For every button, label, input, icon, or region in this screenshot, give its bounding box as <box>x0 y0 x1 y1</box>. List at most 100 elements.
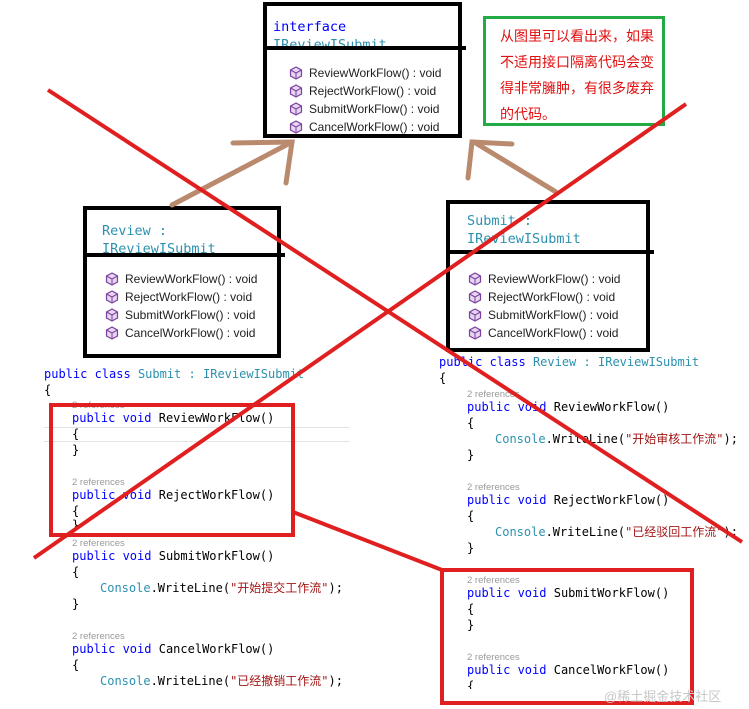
editor-current-line <box>44 441 350 442</box>
code-colon: : <box>188 367 196 381</box>
member-label: SubmitWorkFlow() : void <box>125 308 256 322</box>
submit-class-box: Submit : IReviewISubmit ReviewWorkFlow()… <box>446 200 654 352</box>
member-label: CancelWorkFlow() : void <box>309 120 440 134</box>
review-members: ReviewWorkFlow() : void RejectWorkFlow()… <box>105 270 257 342</box>
highlight-connector <box>292 510 443 572</box>
code-references: 2 references <box>72 631 125 642</box>
code-keyword: public void <box>467 493 547 507</box>
arrow-submit-to-interface <box>465 139 559 195</box>
code-brace: { <box>467 602 475 616</box>
code-references: 2 references <box>72 538 125 549</box>
submit-separator <box>450 250 654 254</box>
code-console: Console <box>100 581 151 595</box>
code-method: CancelWorkFlow() <box>158 642 275 656</box>
code-brace: } <box>467 448 475 462</box>
code-call: .WriteLine( <box>545 525 626 539</box>
code-brace: { <box>72 658 80 672</box>
code-interface-name: IReviewISubmit <box>203 367 305 381</box>
member-label: CancelWorkFlow() : void <box>488 326 619 340</box>
code-keyword: public void <box>72 411 152 425</box>
member-label: CancelWorkFlow() : void <box>125 326 256 340</box>
code-method: ReviewWorkFlow() <box>158 411 275 425</box>
submit-members: ReviewWorkFlow() : void RejectWorkFlow()… <box>468 270 620 342</box>
cross-line <box>32 102 688 560</box>
code-end: ); <box>723 432 738 446</box>
unused-methods-highlight-left <box>49 403 295 537</box>
member-item: ReviewWorkFlow() : void <box>105 270 257 288</box>
code-brace: { <box>72 427 80 441</box>
arrow-review-to-interface <box>169 139 295 208</box>
code-interface-name: IReviewISubmit <box>598 355 700 369</box>
code-class-name: Submit <box>137 367 182 381</box>
member-item: CancelWorkFlow() : void <box>289 118 441 136</box>
interface-separator <box>267 46 466 50</box>
code-brace: { <box>439 371 447 385</box>
code-method: RejectWorkFlow() <box>553 493 670 507</box>
code-keyword: public void <box>467 663 547 677</box>
code-string: "开始提交工作流" <box>230 581 329 595</box>
method-icon <box>468 308 482 322</box>
interface-box: interface IReviewISubmit ReviewWorkFlow(… <box>263 2 466 138</box>
code-brace: } <box>72 597 80 611</box>
member-item: RejectWorkFlow() : void <box>105 288 257 306</box>
code-end: ); <box>328 581 343 595</box>
code-references: 2 references <box>467 482 520 493</box>
member-item: CancelWorkFlow() : void <box>468 324 620 342</box>
code-console: Console <box>495 525 546 539</box>
method-icon <box>105 290 119 304</box>
member-label: SubmitWorkFlow() : void <box>309 102 440 116</box>
interface-keyword: interface <box>273 19 347 35</box>
member-item: RejectWorkFlow() : void <box>289 82 441 100</box>
code-method: CancelWorkFlow() <box>553 663 670 677</box>
member-item: SubmitWorkFlow() : void <box>468 306 620 324</box>
code-class-name: Review <box>532 355 577 369</box>
code-string: "开始审核工作流" <box>625 432 724 446</box>
code-end: ); <box>328 674 343 688</box>
code-colon: : <box>583 355 591 369</box>
code-brace: { <box>467 509 475 523</box>
member-label: RejectWorkFlow() : void <box>125 290 253 304</box>
member-item: ReviewWorkFlow() : void <box>289 64 441 82</box>
method-icon <box>289 120 303 134</box>
member-item: SubmitWorkFlow() : void <box>105 306 257 324</box>
review-separator <box>87 253 285 257</box>
member-label: RejectWorkFlow() : void <box>488 290 616 304</box>
code-keyword: public void <box>72 549 152 563</box>
code-method: ReviewWorkFlow() <box>553 400 670 414</box>
code-brace: } <box>72 443 80 457</box>
method-icon <box>105 326 119 340</box>
code-console: Console <box>495 432 546 446</box>
code-references: 2 references <box>72 477 125 488</box>
code-console: Console <box>100 674 151 688</box>
method-icon <box>289 102 303 116</box>
code-call: .WriteLine( <box>150 581 231 595</box>
member-item: SubmitWorkFlow() : void <box>289 100 441 118</box>
code-keyword: public class <box>44 367 131 381</box>
code-keyword: public void <box>467 586 547 600</box>
code-brace: { <box>44 383 52 397</box>
code-brace: { <box>72 565 80 579</box>
method-icon <box>468 272 482 286</box>
interface-members: ReviewWorkFlow() : void RejectWorkFlow()… <box>289 64 441 136</box>
code-string: "已经驳回工作流" <box>625 525 724 539</box>
code-method: SubmitWorkFlow() <box>553 586 670 600</box>
method-icon <box>289 84 303 98</box>
member-item: CancelWorkFlow() : void <box>105 324 257 342</box>
explanation-note: 从图里可以看出来，如果不适用接口隔离代码会变得非常臃肿，有很多废弃的代码。 <box>483 16 665 126</box>
member-label: ReviewWorkFlow() : void <box>125 272 258 286</box>
code-brace: { <box>72 504 80 518</box>
review-class-name: Review : <box>102 223 168 239</box>
method-icon <box>289 66 303 80</box>
code-call: .WriteLine( <box>150 674 231 688</box>
method-icon <box>105 272 119 286</box>
method-icon <box>105 308 119 322</box>
method-icon <box>468 326 482 340</box>
code-references: 2 references <box>467 575 520 586</box>
review-class-box: Review : IReviewISubmit ReviewWorkFlow()… <box>83 206 285 358</box>
code-brace: } <box>72 518 80 532</box>
code-references: 2 references <box>467 652 520 663</box>
member-label: ReviewWorkFlow() : void <box>488 272 621 286</box>
watermark: @稀土掘金技术社区 <box>604 689 722 704</box>
member-label: ReviewWorkFlow() : void <box>309 66 442 80</box>
